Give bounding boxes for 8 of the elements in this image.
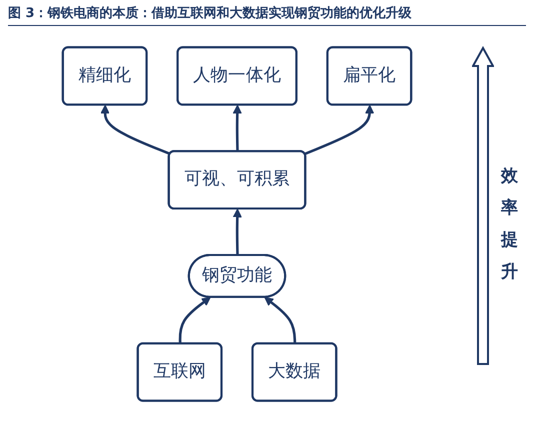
arrow — [264, 296, 296, 344]
arrow — [232, 208, 242, 256]
arrow — [178, 296, 211, 344]
arrow — [304, 104, 374, 155]
figure-title: 图 3：钢铁电商的本质：借助互联网和大数据实现钢贸功能的优化升级 — [8, 4, 526, 26]
arrow — [232, 104, 242, 152]
arrow — [100, 104, 171, 155]
side-label: 效率提升 — [501, 164, 519, 284]
